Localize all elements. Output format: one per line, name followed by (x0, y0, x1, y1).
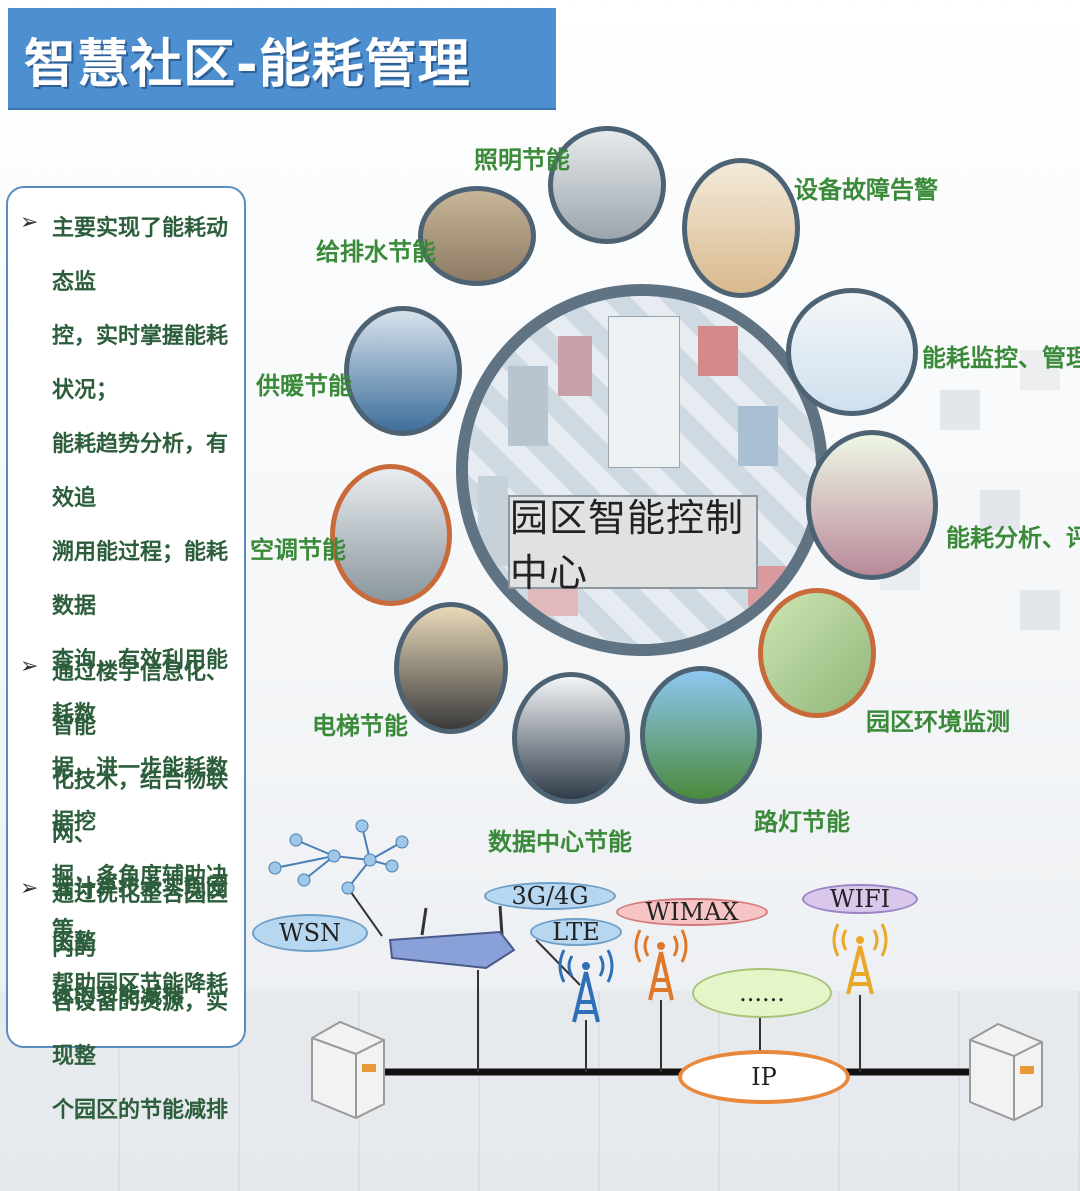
elevator-image (394, 602, 508, 734)
bullet-arrow-icon: ➢ (20, 876, 39, 901)
wsn-ellipse: WSN (252, 914, 368, 952)
node-label-aircon: 空调节能 (250, 536, 346, 564)
point-1: 主要实现了能耗动态监 控，实时掌握能耗状况； 能耗趋势分析，有效追 溯用能过程；… (52, 202, 242, 1012)
server-left-icon (311, 1020, 385, 1120)
bullet-arrow-icon: ➢ (20, 654, 39, 679)
datacenter-image (512, 672, 630, 804)
point-line: 据，进一步能耗数据挖 (52, 756, 229, 835)
antenna-yellow-icon (832, 923, 888, 995)
control-center-label: 园区智能控制中心 (508, 495, 758, 595)
wifi-ellipse: WIFI (802, 884, 918, 914)
point-line: 主要实现了能耗动态监 (52, 216, 229, 295)
antenna-blue-icon (558, 949, 614, 1023)
point-2: 通过楼宇信息化、智能 化技术，结合物联网、 云计算技术实现园区整 体的节能减排 (52, 646, 242, 1024)
node-label-water: 给排水节能 (316, 238, 436, 266)
analysis-image (806, 430, 938, 580)
antenna-orange-icon (634, 929, 688, 1001)
more-networks-ellipse: ...... (692, 968, 832, 1018)
node-label-streetlight: 路灯节能 (754, 808, 850, 836)
point-line: 帮助园区节能降耗 (52, 972, 229, 997)
node-label-monitoring: 能耗监控、管理 (922, 344, 1080, 372)
node-label-lighting: 照明节能 (474, 146, 570, 174)
node-label-analysis: 能耗分析、评估 (946, 524, 1080, 552)
wsn-graph (268, 819, 409, 937)
point-line: 化技术，结合物联网、 (52, 768, 229, 847)
aircon-image (330, 464, 452, 606)
description-panel: ➢ 主要实现了能耗动态监 控，实时掌握能耗状况； 能耗趋势分析，有效追 溯用能过… (6, 186, 246, 1123)
3g4g-ellipse: 3G/4G (484, 882, 616, 910)
streetlight-image (640, 666, 762, 804)
monitoring-image (786, 288, 918, 416)
fault-alarm-image (682, 158, 800, 298)
point-line: 掘，多角度辅助决策， (52, 864, 229, 943)
lighting-image (548, 126, 666, 244)
point-line: 个园区的节能减排 (52, 1098, 229, 1123)
point-line: 溯用能过程；能耗数据 (52, 540, 229, 619)
wimax-ellipse: WIMAX (616, 898, 768, 926)
point-line: 控，实时掌握能耗状况； (52, 324, 229, 403)
node-label-datacenter: 数据中心节能 (488, 828, 632, 856)
server-right-icon (969, 1022, 1043, 1122)
lte-ellipse: LTE (530, 918, 622, 946)
water-image (418, 186, 536, 286)
router-icon (388, 905, 516, 970)
node-label-elevator: 电梯节能 (312, 712, 408, 740)
point-line: 通过楼宇信息化、智能 (52, 660, 229, 739)
point-line: 体的节能减排 (52, 984, 185, 1009)
point-line: 云计算技术实现园区整 (52, 876, 229, 955)
point-line: 各设备的资源，实现整 (52, 990, 229, 1069)
ip-ellipse: IP (678, 1050, 850, 1104)
node-label-environment: 园区环境监测 (866, 708, 1010, 736)
environment-image (758, 588, 876, 718)
node-label-heating: 供暖节能 (256, 372, 352, 400)
bullet-arrow-icon: ➢ (20, 210, 39, 235)
heating-image (344, 306, 462, 436)
page-title: 智慧社区-能耗管理 (24, 35, 471, 95)
point-line: 通过优化整合园区内的 (52, 882, 229, 961)
title-bar: 智慧社区-能耗管理 (8, 8, 556, 108)
point-line: 能耗趋势分析，有效追 (52, 432, 229, 511)
node-label-fault-alarm: 设备故障告警 (794, 176, 938, 204)
point-line: 查询，有效利用能耗数 (52, 648, 229, 727)
point-3: 通过优化整合园区内的 各设备的资源，实现整 个园区的节能减排 (52, 868, 242, 1138)
